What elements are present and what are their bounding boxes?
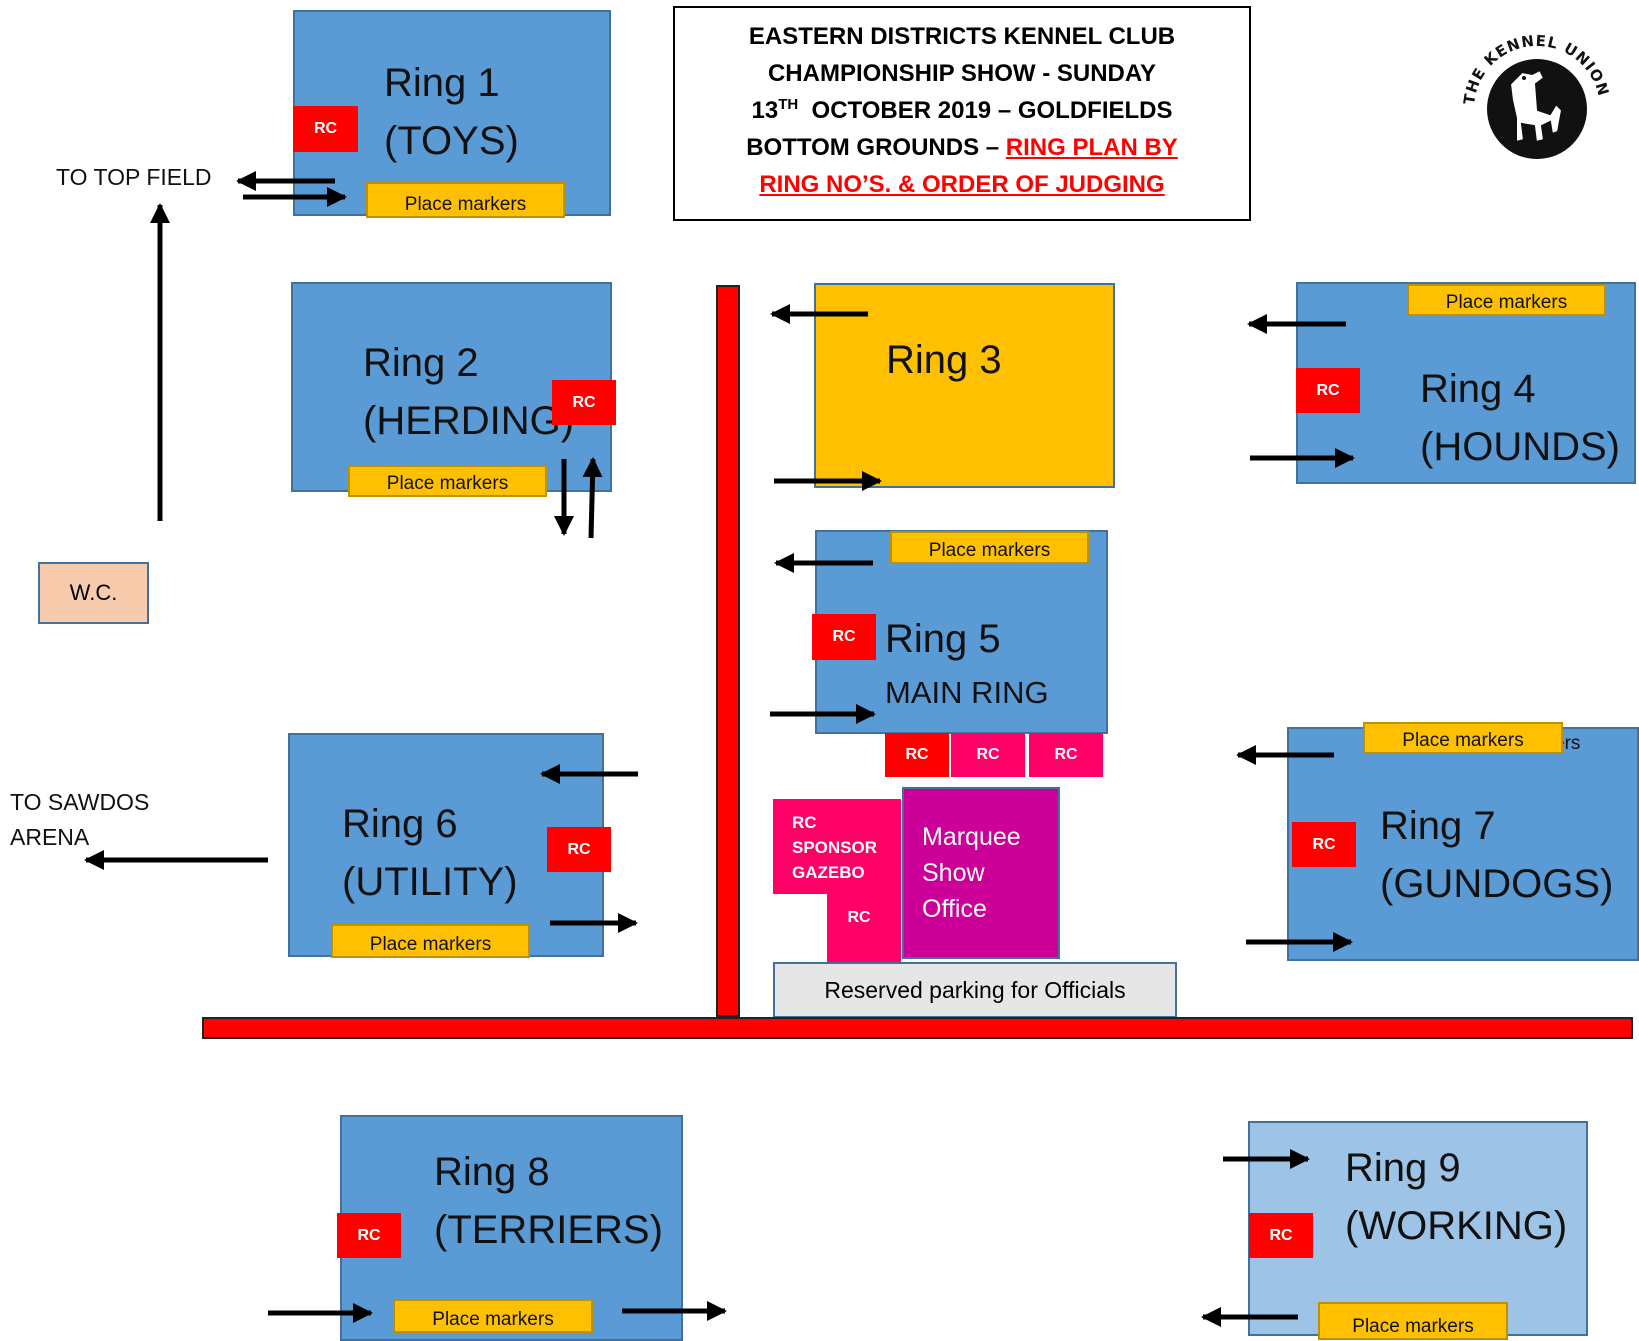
- ring-3: Ring 3: [814, 283, 1115, 488]
- ring-5-place-markers: Place markers: [890, 531, 1089, 564]
- ring-5-rc-bottom-3: RC: [1029, 733, 1103, 777]
- ring-7-rc: RC: [1292, 822, 1356, 867]
- ring-6-name: Ring 6: [342, 802, 458, 846]
- ring-9-name: Ring 9: [1345, 1146, 1461, 1190]
- ring-4-group: (HOUNDS): [1420, 425, 1620, 469]
- ring-6-rc: RC: [547, 827, 611, 872]
- ring-1-rc: RC: [293, 106, 358, 152]
- ring-2-place-markers: Place markers: [348, 465, 547, 497]
- to-top-field-label: TO TOP FIELD: [56, 164, 212, 190]
- ring-5-name: Ring 5: [885, 617, 1001, 661]
- ring-5-group: MAIN RING: [885, 675, 1049, 710]
- ring-8-place-markers: Place markers: [393, 1299, 593, 1333]
- sponsor-label-line2: GAZEBO: [792, 863, 865, 882]
- ring-9-place-markers: Place markers: [1318, 1302, 1508, 1340]
- ring-2-group: (HERDING): [363, 399, 575, 443]
- sponsor-rc-label: RC: [792, 813, 817, 832]
- wc-box: W.C.: [38, 562, 149, 624]
- arrow-ring2-up: [582, 457, 603, 539]
- ring-7-place-markers: Place markers: [1363, 722, 1563, 754]
- ring-1-group: (TOYS): [384, 119, 519, 163]
- sponsor-gazebo-top: [773, 799, 901, 894]
- marquee-line-3: Office: [922, 895, 987, 923]
- ring-4-rc: RC: [1296, 368, 1360, 413]
- ring-8-name: Ring 8: [434, 1150, 550, 1194]
- ring-4-name: Ring 4: [1420, 367, 1536, 411]
- ring-1-name: Ring 1: [384, 61, 500, 105]
- ring-2-rc: RC: [552, 380, 616, 425]
- sponsor-rc-lower: RC: [827, 895, 891, 940]
- ring-2-name: Ring 2: [363, 341, 479, 385]
- ring-9-rc: RC: [1249, 1213, 1313, 1258]
- sponsor-gazebo-label: RC SPONSOR GAZEBO: [792, 810, 877, 885]
- to-sawdos-label-line1: TO SAWDOS: [10, 789, 150, 815]
- title-box: EASTERN DISTRICTS KENNEL CLUB CHAMPIONSH…: [673, 6, 1251, 221]
- ring-8-rc: RC: [337, 1213, 401, 1258]
- ring-7-group: (GUNDOGS): [1380, 862, 1614, 906]
- ring-9-group: (WORKING): [1345, 1204, 1568, 1248]
- ring-5-rc-bottom-2: RC: [951, 733, 1025, 777]
- kusa-logo-icon: THE KENNEL UNION OF SOUTHERN AFRICA: [1445, 0, 1622, 184]
- title-line-2: CHAMPIONSHIP SHOW - SUNDAY: [767, 60, 1157, 87]
- ring-7-name: Ring 7: [1380, 804, 1496, 848]
- title-line-5: RING NO’S. & ORDER OF JUDGING: [759, 171, 1165, 198]
- marquee-show-office: Marquee Show Office: [902, 787, 1060, 959]
- ring-4-place-markers: Place markers: [1407, 284, 1606, 316]
- ring-5-rc-bottom-1: RC: [885, 733, 949, 777]
- marquee-line-2: Show: [922, 859, 985, 887]
- sponsor-label-line1: SPONSOR: [792, 838, 878, 857]
- marquee-line-1: Marquee: [922, 823, 1021, 851]
- title-line-3: 13TH OCTOBER 2019 – GOLDFIELDS: [751, 96, 1173, 124]
- ring-1-place-markers: Place markers: [366, 182, 565, 218]
- vertical-road: [716, 285, 740, 1017]
- ring-3-name: Ring 3: [886, 338, 1002, 382]
- ring-5-rc: RC: [812, 614, 876, 660]
- reserved-parking: Reserved parking for Officials: [773, 962, 1177, 1018]
- horizontal-road: [202, 1017, 1633, 1039]
- title-line-1: EASTERN DISTRICTS KENNEL CLUB: [748, 23, 1176, 50]
- ring-6-group: (UTILITY): [342, 860, 518, 904]
- ring-8-group: (TERRIERS): [434, 1208, 663, 1252]
- ring-6-place-markers: Place markers: [331, 924, 530, 958]
- title-line-4: BOTTOM GROUNDS – RING PLAN BY: [746, 134, 1178, 161]
- to-sawdos-label-line2: ARENA: [10, 824, 90, 850]
